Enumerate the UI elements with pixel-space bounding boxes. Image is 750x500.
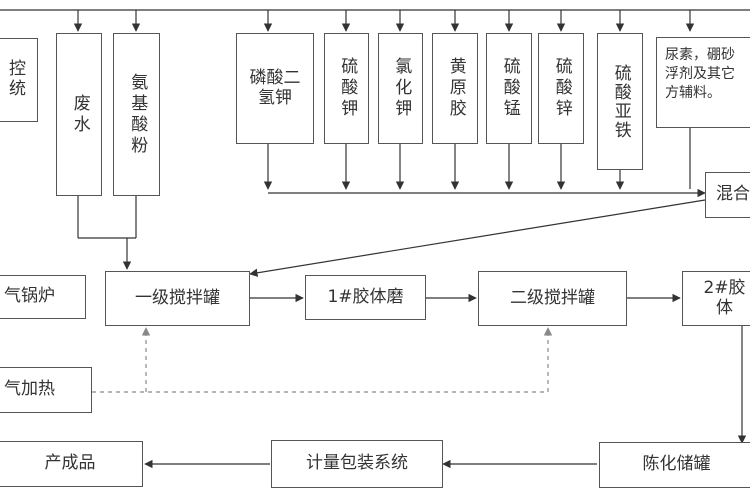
waste-water-label: 废水	[69, 93, 90, 136]
amino-acid-label: 氨基酸粉	[127, 72, 148, 157]
znso4-label: 硫酸锌	[551, 57, 572, 120]
stir-tank-1-box: 一级搅拌罐	[105, 271, 250, 326]
feso4-label: 硫酸亚铁	[610, 63, 631, 140]
znso4-box: 硫酸锌	[538, 33, 584, 144]
product-box: 产成品	[0, 441, 143, 487]
feso4-box: 硫酸亚铁	[597, 33, 643, 170]
mixing-box: 混合	[705, 172, 750, 218]
mnso4-label: 硫酸锰	[499, 57, 520, 120]
colloid-mill-1-box: 1#胶体磨	[305, 275, 426, 320]
kcl-label: 氯化钾	[391, 57, 412, 120]
arrow-mixing-to-stir-1	[249, 199, 706, 277]
colloid-mill-2-box: 2#胶体	[682, 271, 750, 326]
packaging-box: 计量包装系统	[271, 440, 443, 488]
waste-water-box: 废水	[56, 33, 102, 196]
steam-heating-box: 气加热	[0, 367, 92, 413]
amino-acid-box: 氨基酸粉	[113, 33, 160, 196]
mnso4-box: 硫酸锰	[486, 33, 532, 144]
xanthan-gum-label: 黄原胶	[445, 57, 466, 120]
control-system-box: 控 统	[0, 38, 38, 122]
k2so4-label: 硫酸钾	[337, 57, 358, 120]
k2so4-box: 硫酸钾	[324, 33, 369, 144]
other-auxiliaries-box: 尿素，硼砂 浮剂及其它 方辅料。	[656, 37, 750, 128]
kcl-box: 氯化钾	[378, 33, 423, 144]
aging-tank-box: 陈化储罐	[599, 442, 750, 488]
xanthan-gum-box: 黄原胶	[432, 33, 478, 144]
kh2po4-box: 磷酸二氢钾	[236, 33, 314, 144]
stir-tank-2-box: 二级搅拌罐	[478, 271, 627, 326]
steam-boiler-box: 气锅炉	[0, 275, 86, 319]
